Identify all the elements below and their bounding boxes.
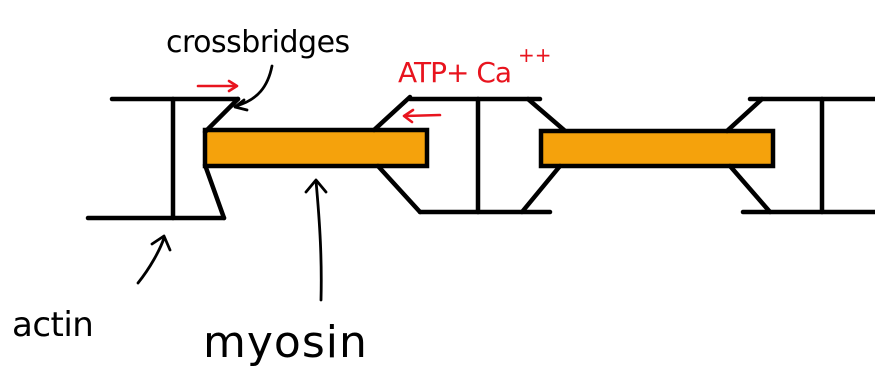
energy-arrow: [403, 113, 442, 118]
actin-label: actin: [12, 305, 93, 345]
myosin-filament: [538, 128, 776, 169]
crossbridges: [202, 94, 773, 221]
arrowhead-icon: [304, 178, 328, 194]
crossbridge: [724, 96, 765, 134]
crossbridge: [519, 163, 563, 215]
crossbridges-pointer-arrow: [234, 64, 274, 108]
crossbridge: [375, 163, 423, 215]
crossbridge: [727, 163, 773, 215]
atp-ca-label: ATP+ Ca: [398, 56, 511, 89]
actin-filaments-right: [740, 96, 875, 215]
arrowhead-icon: [402, 108, 415, 124]
myosin-filament: [202, 127, 430, 169]
crossbridges-label: crossbridges: [166, 25, 350, 60]
ca-charge-superscript: ++: [518, 43, 552, 67]
crossbridge: [525, 96, 567, 133]
actin-filaments-middle: [407, 96, 553, 215]
arrowhead-icon: [150, 234, 172, 252]
crossbridge: [202, 162, 227, 221]
actin-pointer-arrow: [136, 236, 166, 285]
myosin-label: myosin: [203, 317, 368, 368]
arrowhead-icon: [227, 79, 239, 93]
arrowhead-icon: [233, 98, 249, 112]
crossbridge: [371, 94, 413, 133]
myosin-pointer-arrow: [314, 179, 323, 302]
actin-filaments-left: [85, 96, 241, 221]
crossbridge: [202, 96, 241, 135]
